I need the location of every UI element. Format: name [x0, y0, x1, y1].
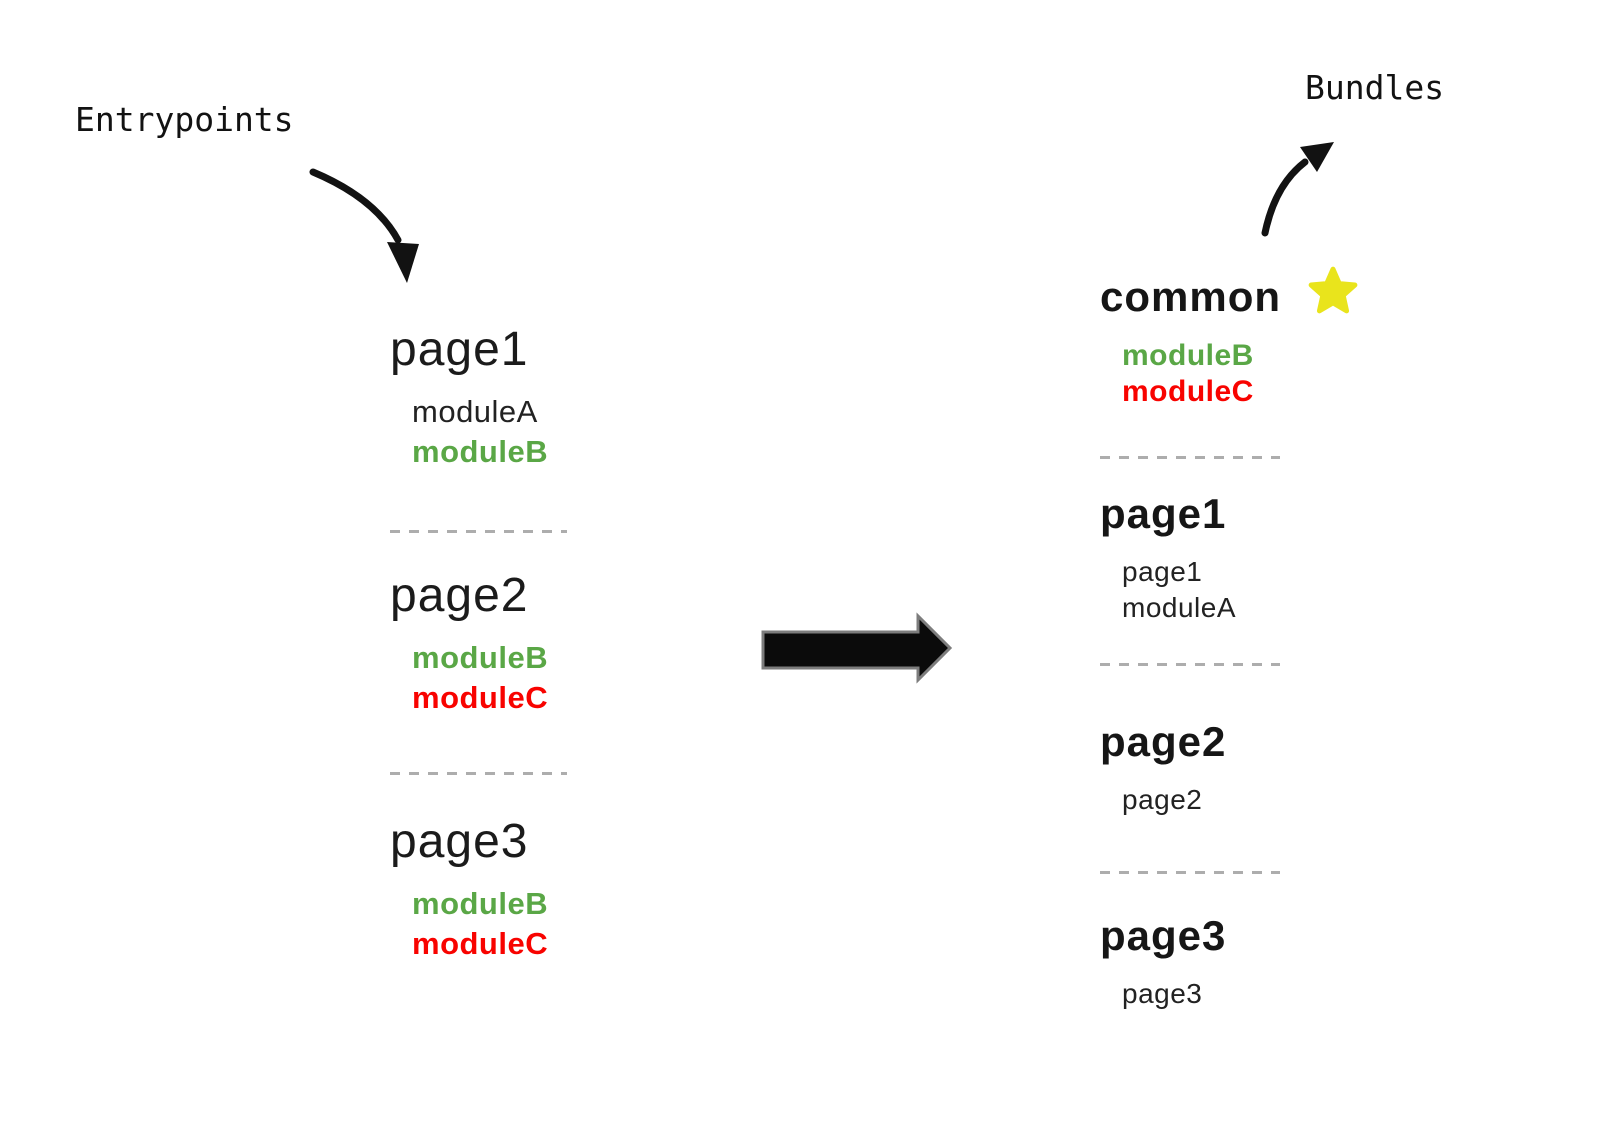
module-item: moduleB [412, 434, 549, 469]
module-item: moduleB [412, 886, 549, 921]
bundle-title: common [1100, 273, 1282, 320]
divider [390, 772, 567, 775]
module-item: moduleA [412, 394, 538, 429]
entry-title: page1 [390, 323, 529, 376]
module-item: moduleA [1122, 592, 1237, 623]
entry-items: moduleA moduleB [390, 392, 548, 472]
bundle-section-page1: page1 page1 moduleA [1100, 490, 1236, 626]
entry-items: moduleB moduleC [390, 884, 548, 964]
entry-section-page1: page1 moduleA moduleB [390, 322, 548, 472]
entry-section-page3: page3 moduleB moduleC [390, 814, 548, 964]
entrypoints-label: Entrypoints [75, 100, 294, 139]
module-item: moduleC [1122, 375, 1254, 408]
entry-items: moduleB moduleC [390, 638, 548, 718]
bundle-items: page2 [1100, 782, 1226, 818]
module-item: moduleB [1122, 339, 1254, 372]
bundles-arrow-icon [1261, 142, 1334, 237]
entry-section-page2: page2 moduleB moduleC [390, 568, 548, 718]
bundle-title: page3 [1100, 912, 1227, 959]
flow-arrow-icon [761, 612, 953, 684]
entry-title: page3 [390, 815, 529, 868]
divider [1100, 663, 1280, 666]
module-item: page1 [1122, 556, 1203, 587]
bundle-title: page1 [1100, 490, 1227, 537]
entry-title: page2 [390, 569, 529, 622]
divider [390, 530, 567, 533]
module-item: page2 [1122, 784, 1203, 815]
bundle-section-page2: page2 page2 [1100, 718, 1226, 818]
bundle-items: page3 [1100, 976, 1226, 1012]
entrypoints-arrow-icon [309, 168, 419, 283]
module-item: moduleC [412, 680, 549, 715]
bundle-items: page1 moduleA [1100, 554, 1236, 626]
star-icon [1308, 266, 1358, 314]
bundle-title: page2 [1100, 718, 1227, 765]
module-item: moduleB [412, 640, 549, 675]
bundle-section-common: common moduleB moduleC [1100, 266, 1361, 410]
module-item: moduleC [412, 926, 549, 961]
module-item: page3 [1122, 978, 1203, 1009]
bundles-label: Bundles [1305, 68, 1445, 107]
divider [1100, 456, 1280, 459]
bundle-section-page3: page3 page3 [1100, 912, 1226, 1012]
bundle-items: moduleB moduleC [1100, 338, 1361, 410]
divider [1100, 871, 1280, 874]
bundle-title-row: common [1100, 266, 1361, 322]
